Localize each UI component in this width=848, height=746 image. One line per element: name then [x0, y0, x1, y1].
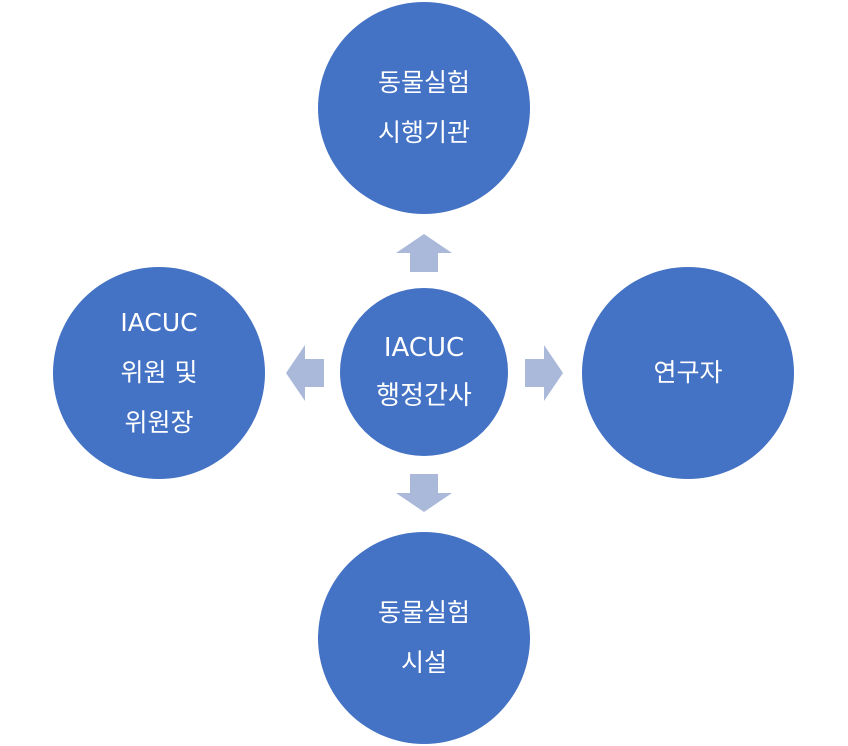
node-iacuc-administrative-secretary: IACUC 행정간사 [340, 288, 508, 456]
node-researcher: 연구자 [582, 267, 794, 479]
arrow-down-icon [396, 474, 452, 512]
node-label-line: 동물실험 [377, 598, 470, 627]
node-animal-experiment-facility: 동물실험 시설 [318, 532, 530, 744]
arrow-left-icon [286, 345, 324, 401]
node-label-line: 동물실험 [377, 68, 470, 97]
arrow-up-icon [396, 234, 452, 272]
node-iacuc-members-chair: IACUC 위원 및 위원장 [53, 267, 265, 479]
node-label-line: 행정간사 [376, 381, 472, 411]
arrow-right-icon [525, 345, 563, 401]
node-label-line: 시행기관 [377, 118, 470, 147]
node-label-line: IACUC [120, 308, 198, 337]
node-label-line: 위원장 [124, 408, 194, 437]
node-label-line: 연구자 [653, 358, 723, 387]
node-animal-experiment-institution: 동물실험 시행기관 [318, 2, 530, 214]
node-label-line: IACUC [383, 333, 465, 363]
node-label-line: 위원 및 [120, 358, 198, 387]
node-label-line: 시설 [400, 648, 447, 677]
